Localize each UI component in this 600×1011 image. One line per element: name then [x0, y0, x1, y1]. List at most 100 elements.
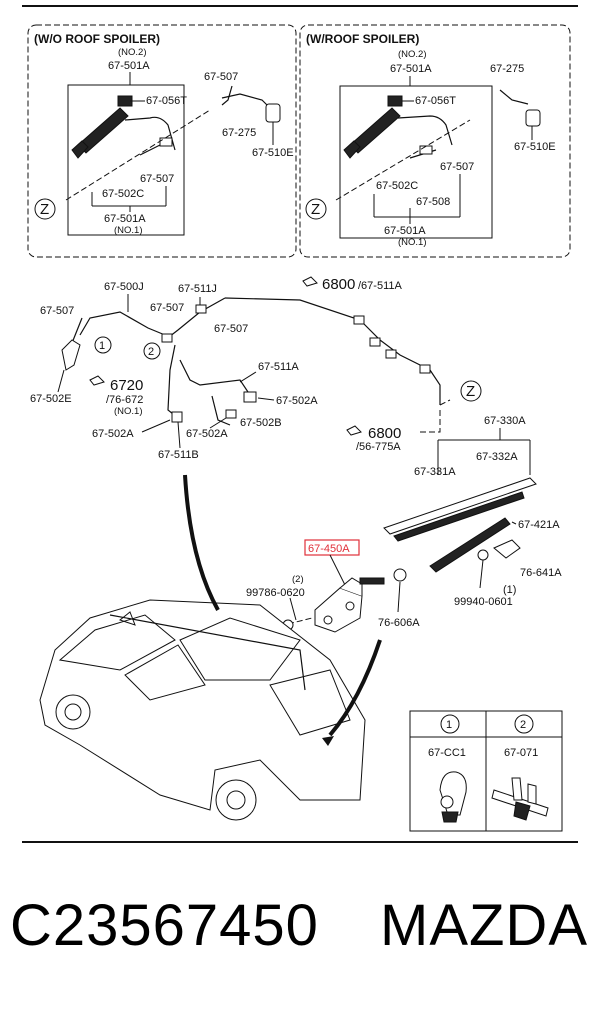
- right-washer-nozzle: [343, 95, 403, 159]
- wiper-cap: [493, 539, 521, 559]
- right-z-marker: [305, 198, 327, 220]
- left-67-510e: 67-510E: [252, 147, 294, 159]
- right-67-501a-top: 67-501A: [390, 63, 432, 75]
- left-67-501a-bot: 67-501A: [104, 213, 146, 225]
- ref-pointer-icon: [302, 276, 318, 287]
- label-99940-0601: 99940-0601: [454, 596, 513, 608]
- callout-1: 1: [99, 340, 105, 352]
- label-67-502e: 67-502E: [30, 393, 72, 405]
- label-67-330a: 67-330A: [484, 415, 526, 427]
- highlight-box: [304, 539, 360, 556]
- label-67-511b: 67-511B: [158, 449, 199, 461]
- label-67-511j: 67-511J: [178, 283, 217, 295]
- right-no1: (NO.1): [398, 237, 427, 248]
- left-no1: (NO.1): [114, 225, 143, 236]
- right-67-507: 67-507: [440, 161, 474, 173]
- left-67-502c: 67-502C: [102, 188, 144, 200]
- left-67-056t: 67-056T: [146, 95, 187, 107]
- right-67-508: 67-508: [416, 196, 450, 208]
- callout-1-circle: [94, 336, 112, 354]
- pointer-arrow-hose: [183, 474, 220, 611]
- footer: C23567450 MAZDA: [0, 892, 600, 972]
- ref-6720-suffix: /76-672: [106, 394, 143, 406]
- legend-col2-num: 2: [520, 719, 526, 731]
- clip-67-cc1-icon: [439, 771, 467, 823]
- label-67-502a-mid: 67-502A: [186, 428, 228, 440]
- wiper-motor: [314, 577, 385, 633]
- hose-67-511a: [179, 359, 251, 396]
- label-76-641a-qty: (1): [503, 584, 516, 596]
- ref-6720-no: (NO.1): [114, 406, 143, 417]
- label-67-511a: 67-511A: [258, 361, 299, 373]
- left-end-nozzle: [265, 103, 281, 123]
- left-washer-nozzle: [71, 95, 133, 159]
- panel-right-title: (W/ROOF SPOILER): [306, 32, 419, 46]
- legend-col1-part: 67-CC1: [428, 747, 466, 759]
- left-group-box: [67, 84, 185, 236]
- rear-window: [269, 669, 351, 736]
- label-67-332a: 67-332A: [476, 451, 518, 463]
- callout-2-circle: [143, 342, 161, 360]
- left-67-507: 67-507: [204, 71, 238, 83]
- label-67-507-b: 67-507: [150, 302, 184, 314]
- label-67-502a-left: 67-502A: [92, 428, 134, 440]
- label-67-502a-right: 67-502A: [276, 395, 318, 407]
- motor-grommet: [393, 568, 407, 582]
- left-z-label: Z: [40, 201, 49, 218]
- panel-left-title: (W/O ROOF SPOILER): [34, 32, 160, 46]
- label-67-421a: 67-421A: [518, 519, 560, 531]
- right-extension-hose: [499, 89, 529, 105]
- label-76-641a: 76-641A: [520, 567, 562, 579]
- label-76-606a: 76-606A: [378, 617, 420, 629]
- legend-col2-part: 67-071: [504, 747, 538, 759]
- label-67-450a[interactable]: 67-450A: [308, 543, 350, 555]
- label-67-331a: 67-331A: [414, 466, 456, 478]
- pointer-arrow-motor: [328, 639, 382, 737]
- left-connector: [159, 137, 173, 147]
- label-67-507-c: 67-507: [214, 323, 248, 335]
- rear-washer-nozzle-left: [61, 339, 81, 371]
- ref-6800-mid: 6800: [368, 425, 401, 442]
- brand-name: MAZDA: [380, 893, 588, 958]
- vehicle-hose-route: [109, 614, 306, 691]
- left-67-501a-top: 67-501A: [108, 60, 150, 72]
- legend-col1-num: 1: [446, 719, 452, 731]
- ref-6800-mid-suffix: /56-775A: [356, 441, 401, 453]
- right-connector: [419, 145, 433, 155]
- clip-legend: 1 2 67-CC1 67-071: [409, 710, 563, 832]
- right-67-056t: 67-056T: [415, 95, 456, 107]
- main-z-marker: [460, 380, 482, 402]
- vehicle-illustration: [39, 474, 382, 821]
- label-67-500j: 67-500J: [104, 281, 144, 293]
- main-hose-routing: 67-500J 67-511J 6800 /67-511A 67-507 67-…: [30, 276, 482, 461]
- wiper-blade-rubber: [393, 491, 525, 542]
- side-window-rear: [179, 617, 301, 681]
- right-67-502c: 67-502C: [376, 180, 418, 192]
- left-hose: [124, 116, 176, 156]
- wiper-nut: [477, 549, 489, 561]
- label-99786-0620: 99786-0620: [246, 587, 305, 599]
- label-67-507-a: 67-507: [40, 305, 74, 317]
- right-z-label: Z: [311, 201, 320, 218]
- right-67-501a-bot: 67-501A: [384, 225, 426, 237]
- main-z-label: Z: [466, 383, 475, 400]
- panel-with-roof-spoiler: (W/ROOF SPOILER) (NO.2) 67-501A 67-275 6…: [299, 24, 571, 258]
- right-end-nozzle: [525, 109, 541, 127]
- ref-6720: 6720: [110, 377, 143, 394]
- hose-67-500j: [79, 311, 166, 336]
- side-window-front: [124, 644, 206, 701]
- right-group-box: [339, 85, 493, 239]
- hose-67-511a-long: [224, 297, 441, 405]
- label-qty-2: (2): [292, 574, 304, 585]
- wiper-assembly: 67-330A 67-331A 67-332A 67-421A 76-641A …: [246, 415, 562, 633]
- rear-wheel: [215, 779, 257, 821]
- ref-6800-top-suffix: /67-511A: [358, 280, 402, 292]
- clip-67-071-icon: [491, 777, 549, 821]
- windshield: [58, 614, 176, 671]
- part-number: C23567450: [10, 893, 319, 958]
- panel-left-border: [27, 24, 297, 258]
- left-67-275: 67-275: [222, 127, 256, 139]
- wiper-arm: [429, 517, 511, 573]
- left-z-marker: [34, 198, 56, 220]
